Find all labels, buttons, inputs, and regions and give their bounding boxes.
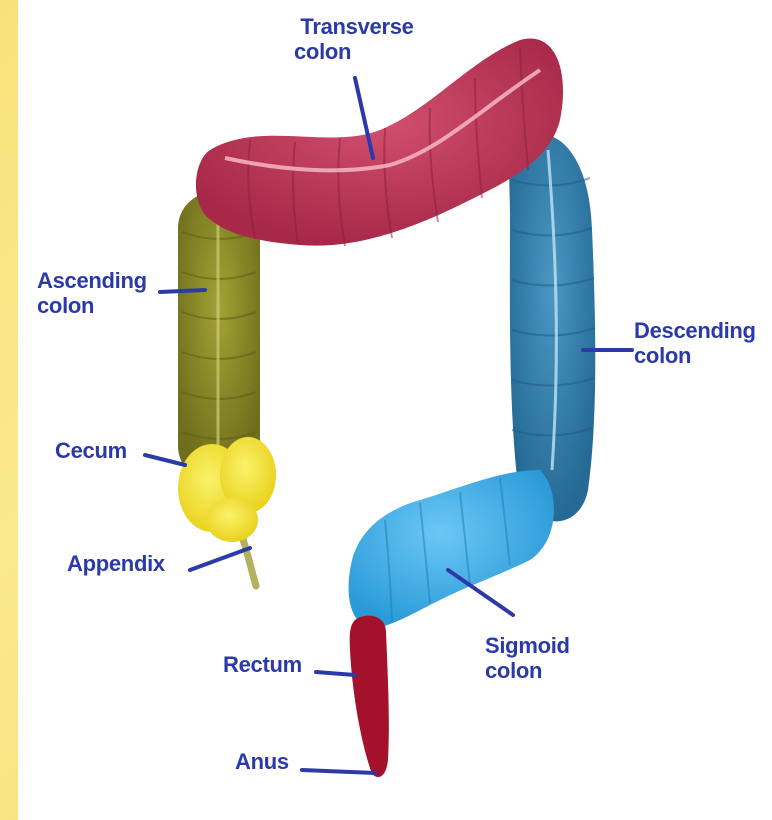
label-line: colon (485, 658, 570, 683)
label-line: Sigmoid (485, 633, 570, 658)
label-ascending-colon: Ascending colon (37, 268, 147, 318)
cecum (178, 437, 276, 542)
label-line: Anus (235, 749, 289, 774)
leader-rectum (316, 672, 355, 675)
label-cecum: Cecum (55, 438, 127, 463)
label-line: Appendix (67, 551, 165, 576)
label-descending-colon: Descending colon (634, 318, 756, 368)
label-line: Ascending (37, 268, 147, 293)
label-appendix: Appendix (67, 551, 165, 576)
label-line: Descending (634, 318, 756, 343)
rectum (350, 616, 389, 777)
label-line: Rectum (223, 652, 302, 677)
label-rectum: Rectum (223, 652, 302, 677)
label-sigmoid-colon: Sigmoid colon (485, 633, 570, 683)
label-anus: Anus (235, 749, 289, 774)
transverse-colon (196, 38, 563, 246)
leader-ascending (160, 290, 205, 292)
label-line: colon (292, 39, 422, 64)
label-line: Transverse (292, 14, 422, 39)
sigmoid-colon (349, 470, 554, 628)
label-transverse-colon: Transverse colon (292, 14, 422, 64)
label-line: colon (37, 293, 147, 318)
descending-colon (509, 134, 595, 522)
leader-cecum (145, 455, 185, 465)
label-line: colon (634, 343, 756, 368)
leader-appendix (190, 548, 250, 570)
leader-anus (302, 770, 375, 773)
label-line: Cecum (55, 438, 127, 463)
